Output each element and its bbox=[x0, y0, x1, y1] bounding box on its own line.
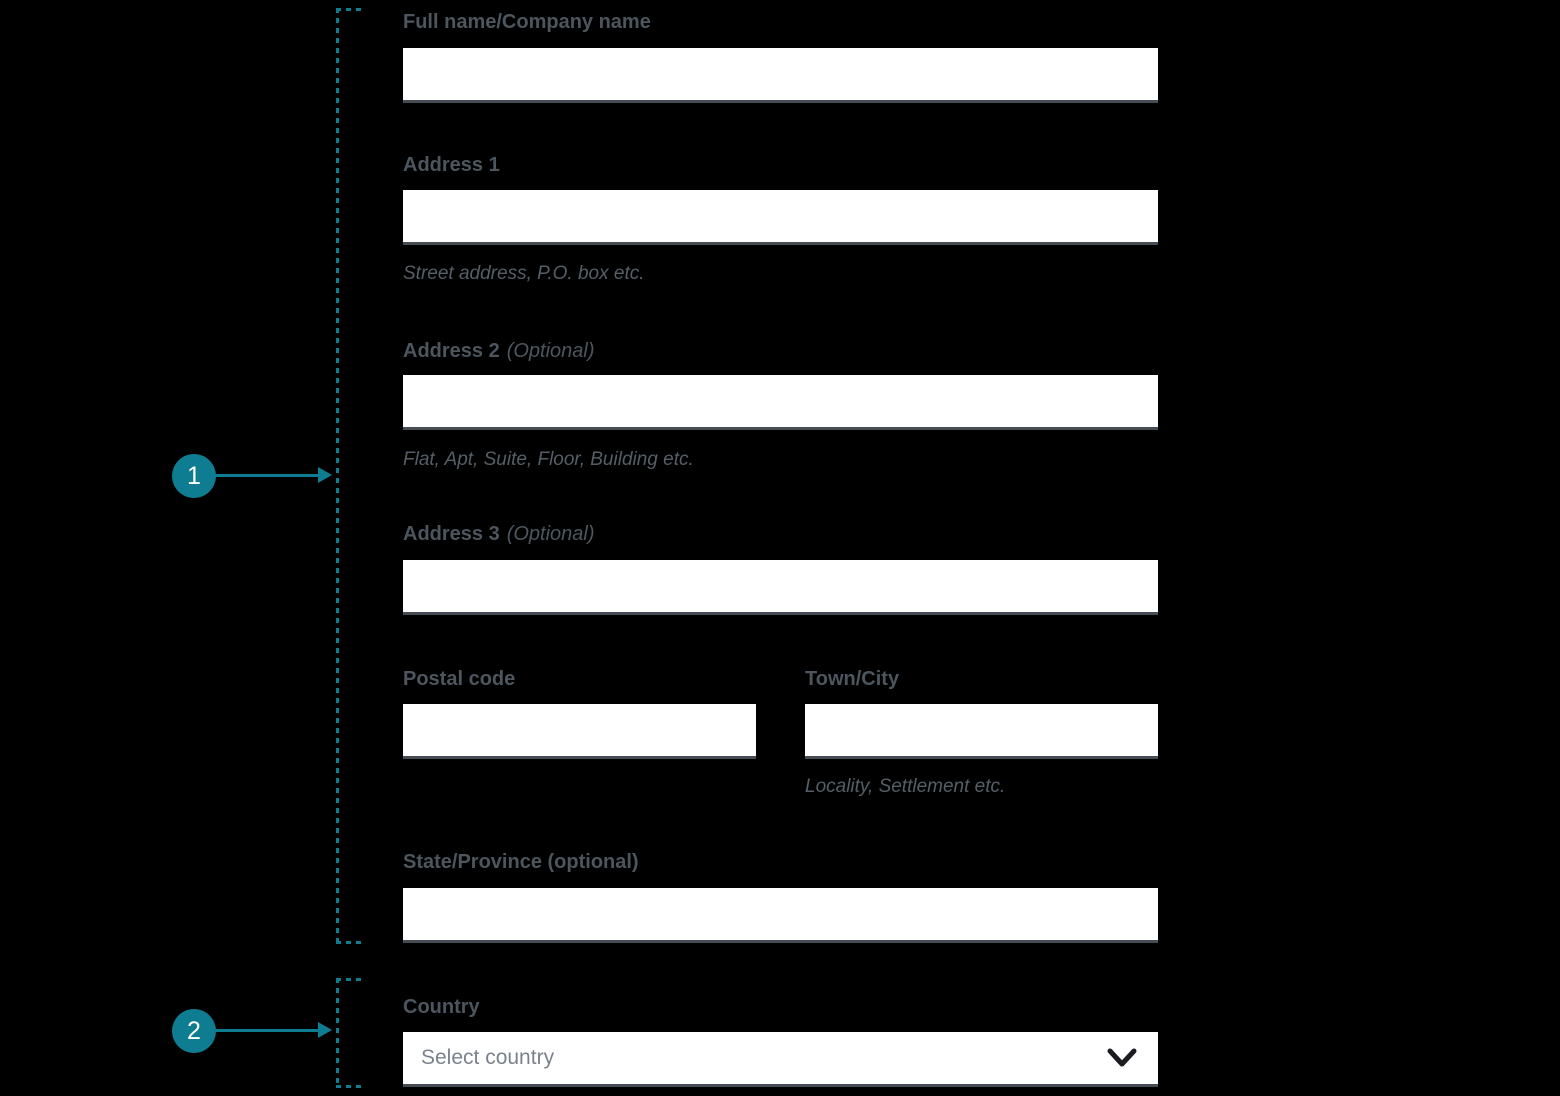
optional-suffix: (Optional) bbox=[506, 523, 595, 545]
address-2-helper-text: Flat, Apt, Suite, Floor, Building etc. bbox=[403, 449, 694, 470]
country-select-value: Select country bbox=[421, 1046, 555, 1069]
address-2-input[interactable] bbox=[403, 375, 1158, 430]
callout-1-connector bbox=[214, 474, 320, 477]
arrow-right-icon bbox=[318, 1022, 332, 1038]
full-name-label: Full name/Company name bbox=[403, 11, 651, 33]
bracket-bottom-tick bbox=[336, 1085, 363, 1088]
full-name-input[interactable] bbox=[403, 48, 1158, 103]
callout-1-badge: 1 bbox=[172, 454, 216, 498]
arrow-right-icon bbox=[318, 467, 332, 483]
address-1-input[interactable] bbox=[403, 190, 1158, 245]
state-province-input[interactable] bbox=[403, 888, 1158, 943]
country-select[interactable]: Select country bbox=[403, 1032, 1158, 1087]
bracket-top-tick bbox=[336, 978, 363, 981]
address-2-label: Address 2 (Optional) bbox=[403, 339, 595, 363]
callout-1-number: 1 bbox=[187, 461, 201, 490]
address-2-label-text: Address 2 bbox=[403, 340, 500, 362]
bracket-bottom-tick bbox=[336, 941, 363, 944]
optional-suffix: (Optional) bbox=[506, 340, 595, 362]
address-3-label: Address 3 (Optional) bbox=[403, 522, 595, 546]
country-label: Country bbox=[403, 996, 480, 1018]
postal-code-input[interactable] bbox=[403, 704, 756, 759]
state-province-label: State/Province (optional) bbox=[403, 851, 639, 873]
callout-2-connector bbox=[214, 1029, 320, 1032]
postal-code-label: Postal code bbox=[403, 668, 516, 690]
town-city-input[interactable] bbox=[805, 704, 1158, 759]
callout-2-number: 2 bbox=[187, 1016, 201, 1045]
callout-2-badge: 2 bbox=[172, 1009, 216, 1053]
address-3-label-text: Address 3 bbox=[403, 523, 500, 545]
address-1-label: Address 1 bbox=[403, 154, 500, 176]
bracket-vertical-line bbox=[336, 8, 339, 944]
bracket-vertical-line bbox=[336, 978, 339, 1088]
address-3-input[interactable] bbox=[403, 560, 1158, 615]
chevron-down-icon bbox=[1104, 1047, 1140, 1069]
bracket-top-tick bbox=[336, 8, 363, 11]
town-city-label: Town/City bbox=[805, 668, 900, 690]
town-city-helper-text: Locality, Settlement etc. bbox=[805, 776, 1006, 797]
address-1-helper-text: Street address, P.O. box etc. bbox=[403, 263, 645, 284]
